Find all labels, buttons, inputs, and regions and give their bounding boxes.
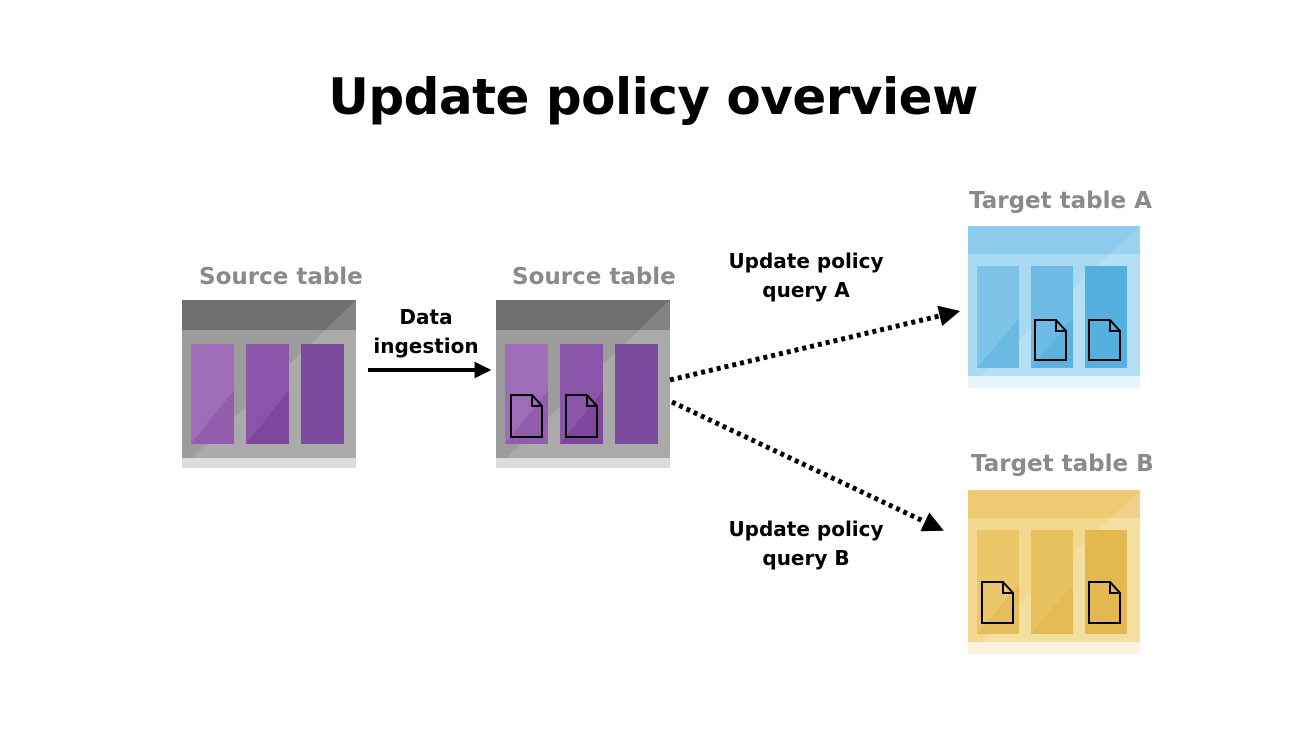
data-ingestion-line2: ingestion — [373, 334, 479, 358]
document-icon — [565, 394, 598, 438]
query-b-dotted-arrow — [670, 399, 944, 532]
document-icon — [1088, 581, 1121, 624]
source-table-1-icon — [182, 300, 356, 468]
document-icon — [1088, 319, 1121, 361]
target-table-b-icon — [968, 490, 1140, 654]
source-table-1-label: Source table — [199, 264, 363, 290]
query-a-label: Update policy query A — [716, 247, 896, 305]
query-a-dotted-arrow — [669, 305, 961, 383]
document-icon — [1034, 319, 1067, 361]
target-table-b-label: Target table B — [971, 451, 1154, 477]
source-table-2-icon — [496, 300, 670, 468]
data-ingestion-line1: Data — [399, 305, 453, 329]
query-a-line1: Update policy — [728, 249, 884, 273]
page-title: Update policy overview — [328, 68, 978, 126]
data-ingestion-label: Data ingestion — [366, 303, 486, 361]
query-b-line2: query B — [762, 546, 850, 570]
query-b-line1: Update policy — [728, 517, 884, 541]
target-table-a-label: Target table A — [969, 188, 1152, 214]
document-icon — [981, 581, 1014, 624]
target-table-a-icon — [968, 226, 1140, 388]
source-table-2-label: Source table — [512, 264, 676, 290]
document-icon — [510, 394, 543, 438]
query-b-label: Update policy query B — [716, 515, 896, 573]
query-a-line2: query A — [762, 278, 850, 302]
